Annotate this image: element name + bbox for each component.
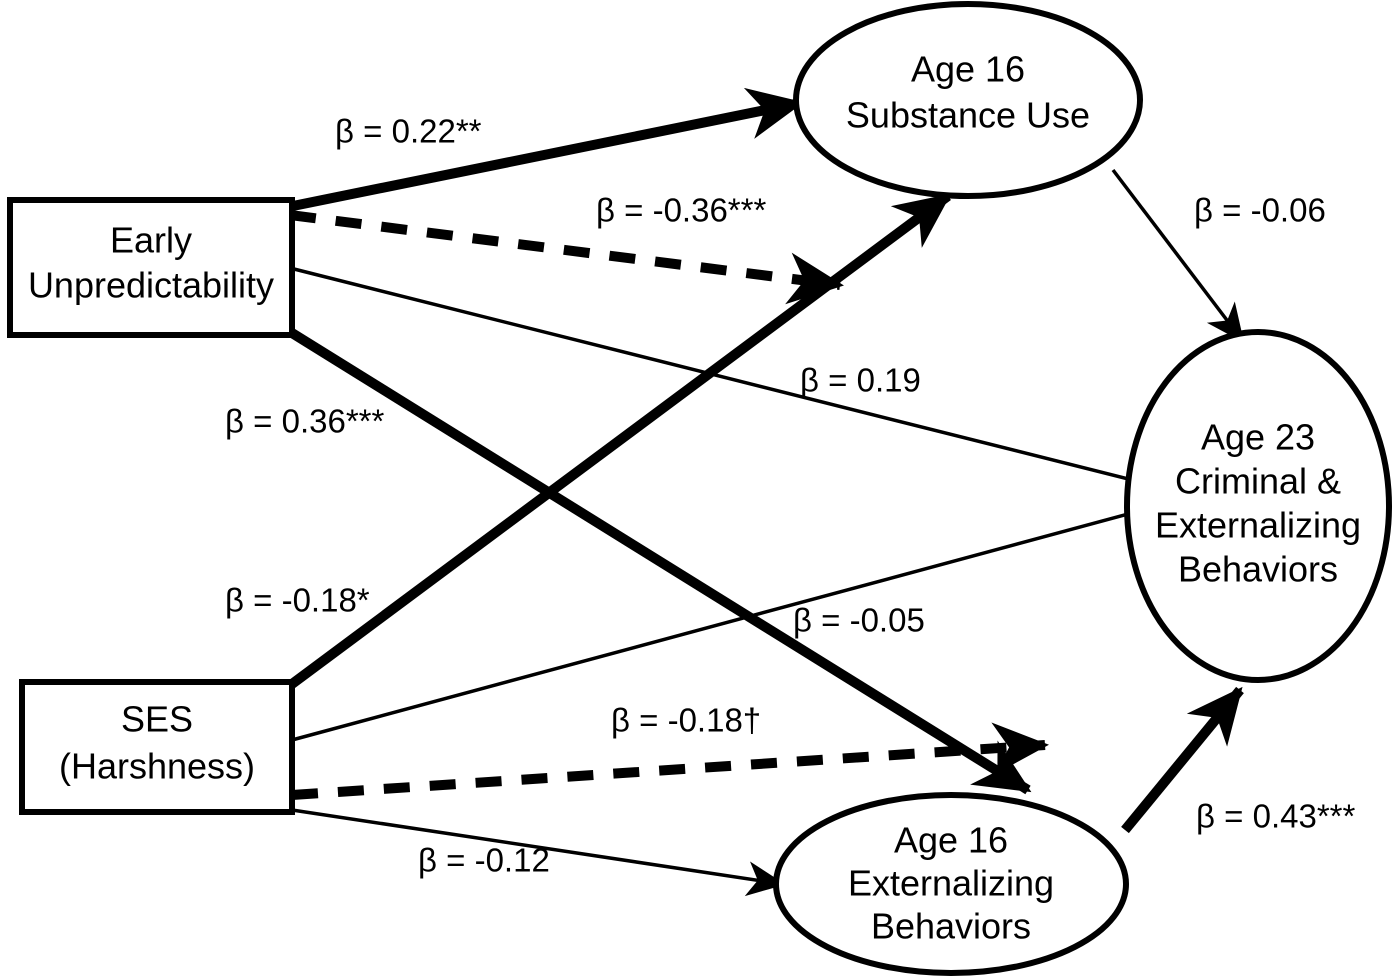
age16-externalizing-label-line2: Externalizing xyxy=(848,863,1054,904)
path-unpredictability-to-substance-use xyxy=(287,87,804,212)
coefficient-label-unpredictability-substance-use: β = 0.22** xyxy=(335,113,482,150)
coefficient-label-unpredictability-age23: β = 0.19 xyxy=(800,362,921,399)
age23-label-line3: Externalizing xyxy=(1155,505,1361,546)
age16-externalizing-ellipse xyxy=(773,792,1129,976)
ses-harshness-label-line1: SES xyxy=(121,699,193,740)
path-externalizing-to-age23 xyxy=(1121,686,1244,834)
path-ses-dashed xyxy=(291,722,1049,800)
node-age16-externalizing: Age 16 Externalizing Behaviors xyxy=(773,792,1129,976)
age16-substance-use-ellipse xyxy=(793,1,1143,199)
age23-label-line1: Age 23 xyxy=(1201,417,1315,458)
age16-substance-use-label-line1: Age 16 xyxy=(911,49,1025,90)
ses-harshness-label-line2: (Harshness) xyxy=(59,746,255,787)
node-ses-harshness: SES (Harshness) xyxy=(19,679,295,815)
coefficient-label-substance-use-age23: β = -0.06 xyxy=(1194,192,1326,229)
coefficient-label-ses-dashed: β = -0.18† xyxy=(611,702,761,739)
path-unpredictability-to-externalizing-solid xyxy=(289,328,1032,795)
age16-substance-use-label-line2: Substance Use xyxy=(846,95,1090,136)
node-age16-substance-use: Age 16 Substance Use xyxy=(793,1,1143,199)
coefficient-label-ses-externalizing-thin: β = -0.12 xyxy=(418,842,550,879)
path-substance-use-to-age23 xyxy=(1111,168,1245,343)
path-unpredictability-to-age23 xyxy=(289,266,1184,501)
path-ses-to-age23 xyxy=(291,492,1184,742)
age23-label-line2: Criminal & xyxy=(1175,461,1341,502)
coefficient-label-externalizing-age23: β = 0.43*** xyxy=(1196,798,1356,835)
path-unpredictability-dashed xyxy=(289,210,844,305)
early-unpredictability-box xyxy=(7,197,295,338)
ses-harshness-box xyxy=(19,679,295,815)
early-unpredictability-label-line1: Early xyxy=(110,220,192,261)
coefficient-label-ses-age23: β = -0.05 xyxy=(793,602,925,639)
coefficient-label-unpredictability-externalizing-solid: β = -0.18* xyxy=(225,582,370,619)
node-age23-criminal-externalizing: Age 23 Criminal & Externalizing Behavior… xyxy=(1124,329,1392,683)
node-early-unpredictability: Early Unpredictability xyxy=(7,197,295,338)
age16-externalizing-label-line3: Behaviors xyxy=(871,906,1031,947)
age16-externalizing-label-line1: Age 16 xyxy=(894,820,1008,861)
coefficient-label-ses-substance-use: β = 0.36*** xyxy=(225,403,385,440)
age23-label-line4: Behaviors xyxy=(1178,549,1338,590)
age23-criminal-externalizing-ellipse xyxy=(1124,329,1392,683)
path-ses-to-externalizing-thin xyxy=(291,808,786,897)
coefficient-label-unpredictability-dashed: β = -0.36*** xyxy=(596,192,766,229)
early-unpredictability-label-line2: Unpredictability xyxy=(28,265,274,306)
